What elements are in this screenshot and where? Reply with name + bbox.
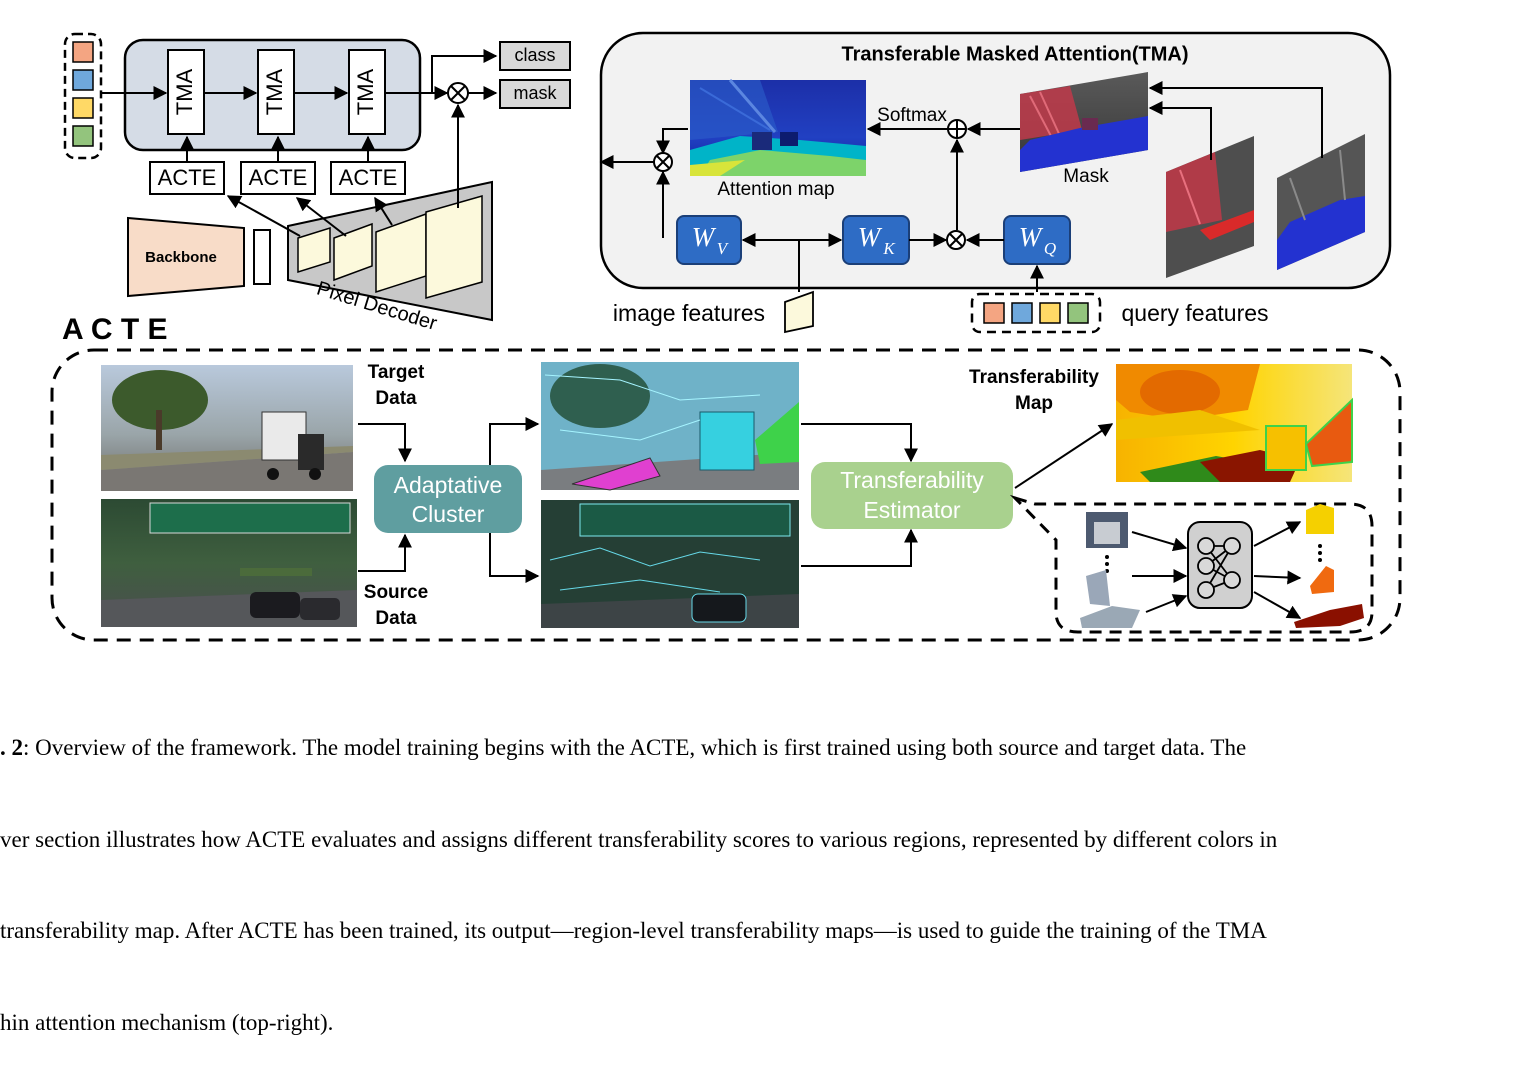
tma-block (167, 49, 205, 135)
acte-block-label: ACTE (158, 165, 217, 190)
tma-panel: Transferable Masked Attention(TMA) Atten… (599, 31, 1392, 334)
figure-caption: . 2: Overview of the framework. The mode… (0, 672, 1532, 1069)
figure-number: . 2 (0, 735, 23, 760)
wv-subscript: V (717, 239, 730, 258)
wk-label: W (858, 222, 883, 252)
class-output-label: class (514, 45, 555, 65)
query-square (72, 41, 94, 63)
caption-line: hin attention mechanism (top-right). (0, 1009, 334, 1035)
query-square (72, 97, 94, 119)
backbone-feature (253, 229, 271, 285)
acte-title: A C T E (62, 313, 168, 346)
transferability-estimator-block (811, 462, 1013, 529)
caption-line: . 2: Overview of the framework. The mode… (0, 733, 1532, 764)
backbone (127, 216, 245, 298)
query-square (72, 125, 94, 147)
tma-block-label: TMA (262, 68, 287, 115)
caption-line: transferability map. After ACTE has been… (0, 918, 1267, 943)
tma-block-label: TMA (353, 68, 378, 115)
tma-block-label: TMA (172, 68, 197, 115)
mask-image (1020, 72, 1148, 172)
acte-block-label: ACTE (249, 165, 308, 190)
tma-title: Transferable Masked Attention(TMA) (841, 43, 1188, 65)
wq-label: W (1019, 222, 1044, 252)
softmax-label: Softmax (877, 105, 947, 126)
decoder-feature (333, 222, 373, 282)
decoder-feature (425, 195, 483, 299)
tma-block (257, 49, 295, 135)
decoder-panel: TMA TMA TMA ACTE ACTE ACTE Backbone Pixe… (63, 32, 571, 335)
clustered-source-image (541, 500, 799, 628)
mask-label: Mask (1063, 166, 1109, 187)
scored-regions (1294, 504, 1364, 628)
estimator-detail-box (1009, 494, 1374, 634)
acte-panel: A C T E Target Data Source Data (50, 313, 1402, 642)
clustered-target-image (541, 362, 799, 491)
query-square (1067, 302, 1089, 324)
wv-block (676, 215, 742, 265)
acte-panel-box (50, 348, 1402, 642)
transferability-map-image (1116, 364, 1353, 482)
wq-subscript: Q (1044, 239, 1056, 258)
transferability-map-label: Map (1015, 393, 1053, 414)
decoder-feature (297, 226, 331, 274)
mask-output (499, 79, 571, 109)
image-feature-icon (784, 290, 814, 334)
source-image (101, 499, 357, 627)
target-data-label: Data (375, 388, 417, 409)
class-output (499, 41, 571, 71)
transferability-estimator-label: Estimator (863, 497, 960, 523)
attention-map-image (690, 79, 866, 176)
acte-block-label: ACTE (339, 165, 398, 190)
adaptative-cluster-label: Cluster (412, 501, 485, 527)
neural-nodes (1197, 537, 1241, 599)
target-data-label: Target (368, 362, 425, 383)
caption-text: : Overview of the framework. The model t… (23, 735, 1247, 760)
adaptative-cluster-block (374, 465, 522, 533)
mask-input-blue (1277, 134, 1365, 270)
query-square (983, 302, 1005, 324)
source-data-label: Data (375, 608, 417, 629)
query-stack-right (970, 292, 1102, 334)
query-square (1011, 302, 1033, 324)
mask-input-red (1166, 136, 1254, 278)
acte-block (149, 161, 225, 195)
query-square (1039, 302, 1061, 324)
mask-output-label: mask (513, 83, 557, 103)
transferability-map-label: Transferability (969, 367, 1099, 388)
target-image (101, 365, 353, 491)
adaptative-cluster-label: Adaptative (394, 472, 503, 498)
region-thumbnails (1080, 512, 1140, 628)
backbone-label: Backbone (145, 249, 217, 266)
query-stack-left (63, 32, 103, 160)
attention-map-label: Attention map (717, 179, 834, 200)
caption-line: ver section illustrates how ACTE evaluat… (0, 826, 1278, 852)
source-data-label: Source (364, 582, 428, 603)
query-square (72, 69, 94, 91)
framework-diagram: TMA TMA TMA ACTE ACTE ACTE Backbone Pixe… (50, 31, 1402, 642)
acte-block (330, 161, 406, 195)
transferability-estimator-label: Transferability (840, 467, 984, 493)
image-features-label: image features (613, 300, 765, 326)
wv-label: W (692, 222, 717, 252)
query-features-label: query features (1121, 300, 1268, 326)
wk-subscript: K (882, 239, 896, 258)
